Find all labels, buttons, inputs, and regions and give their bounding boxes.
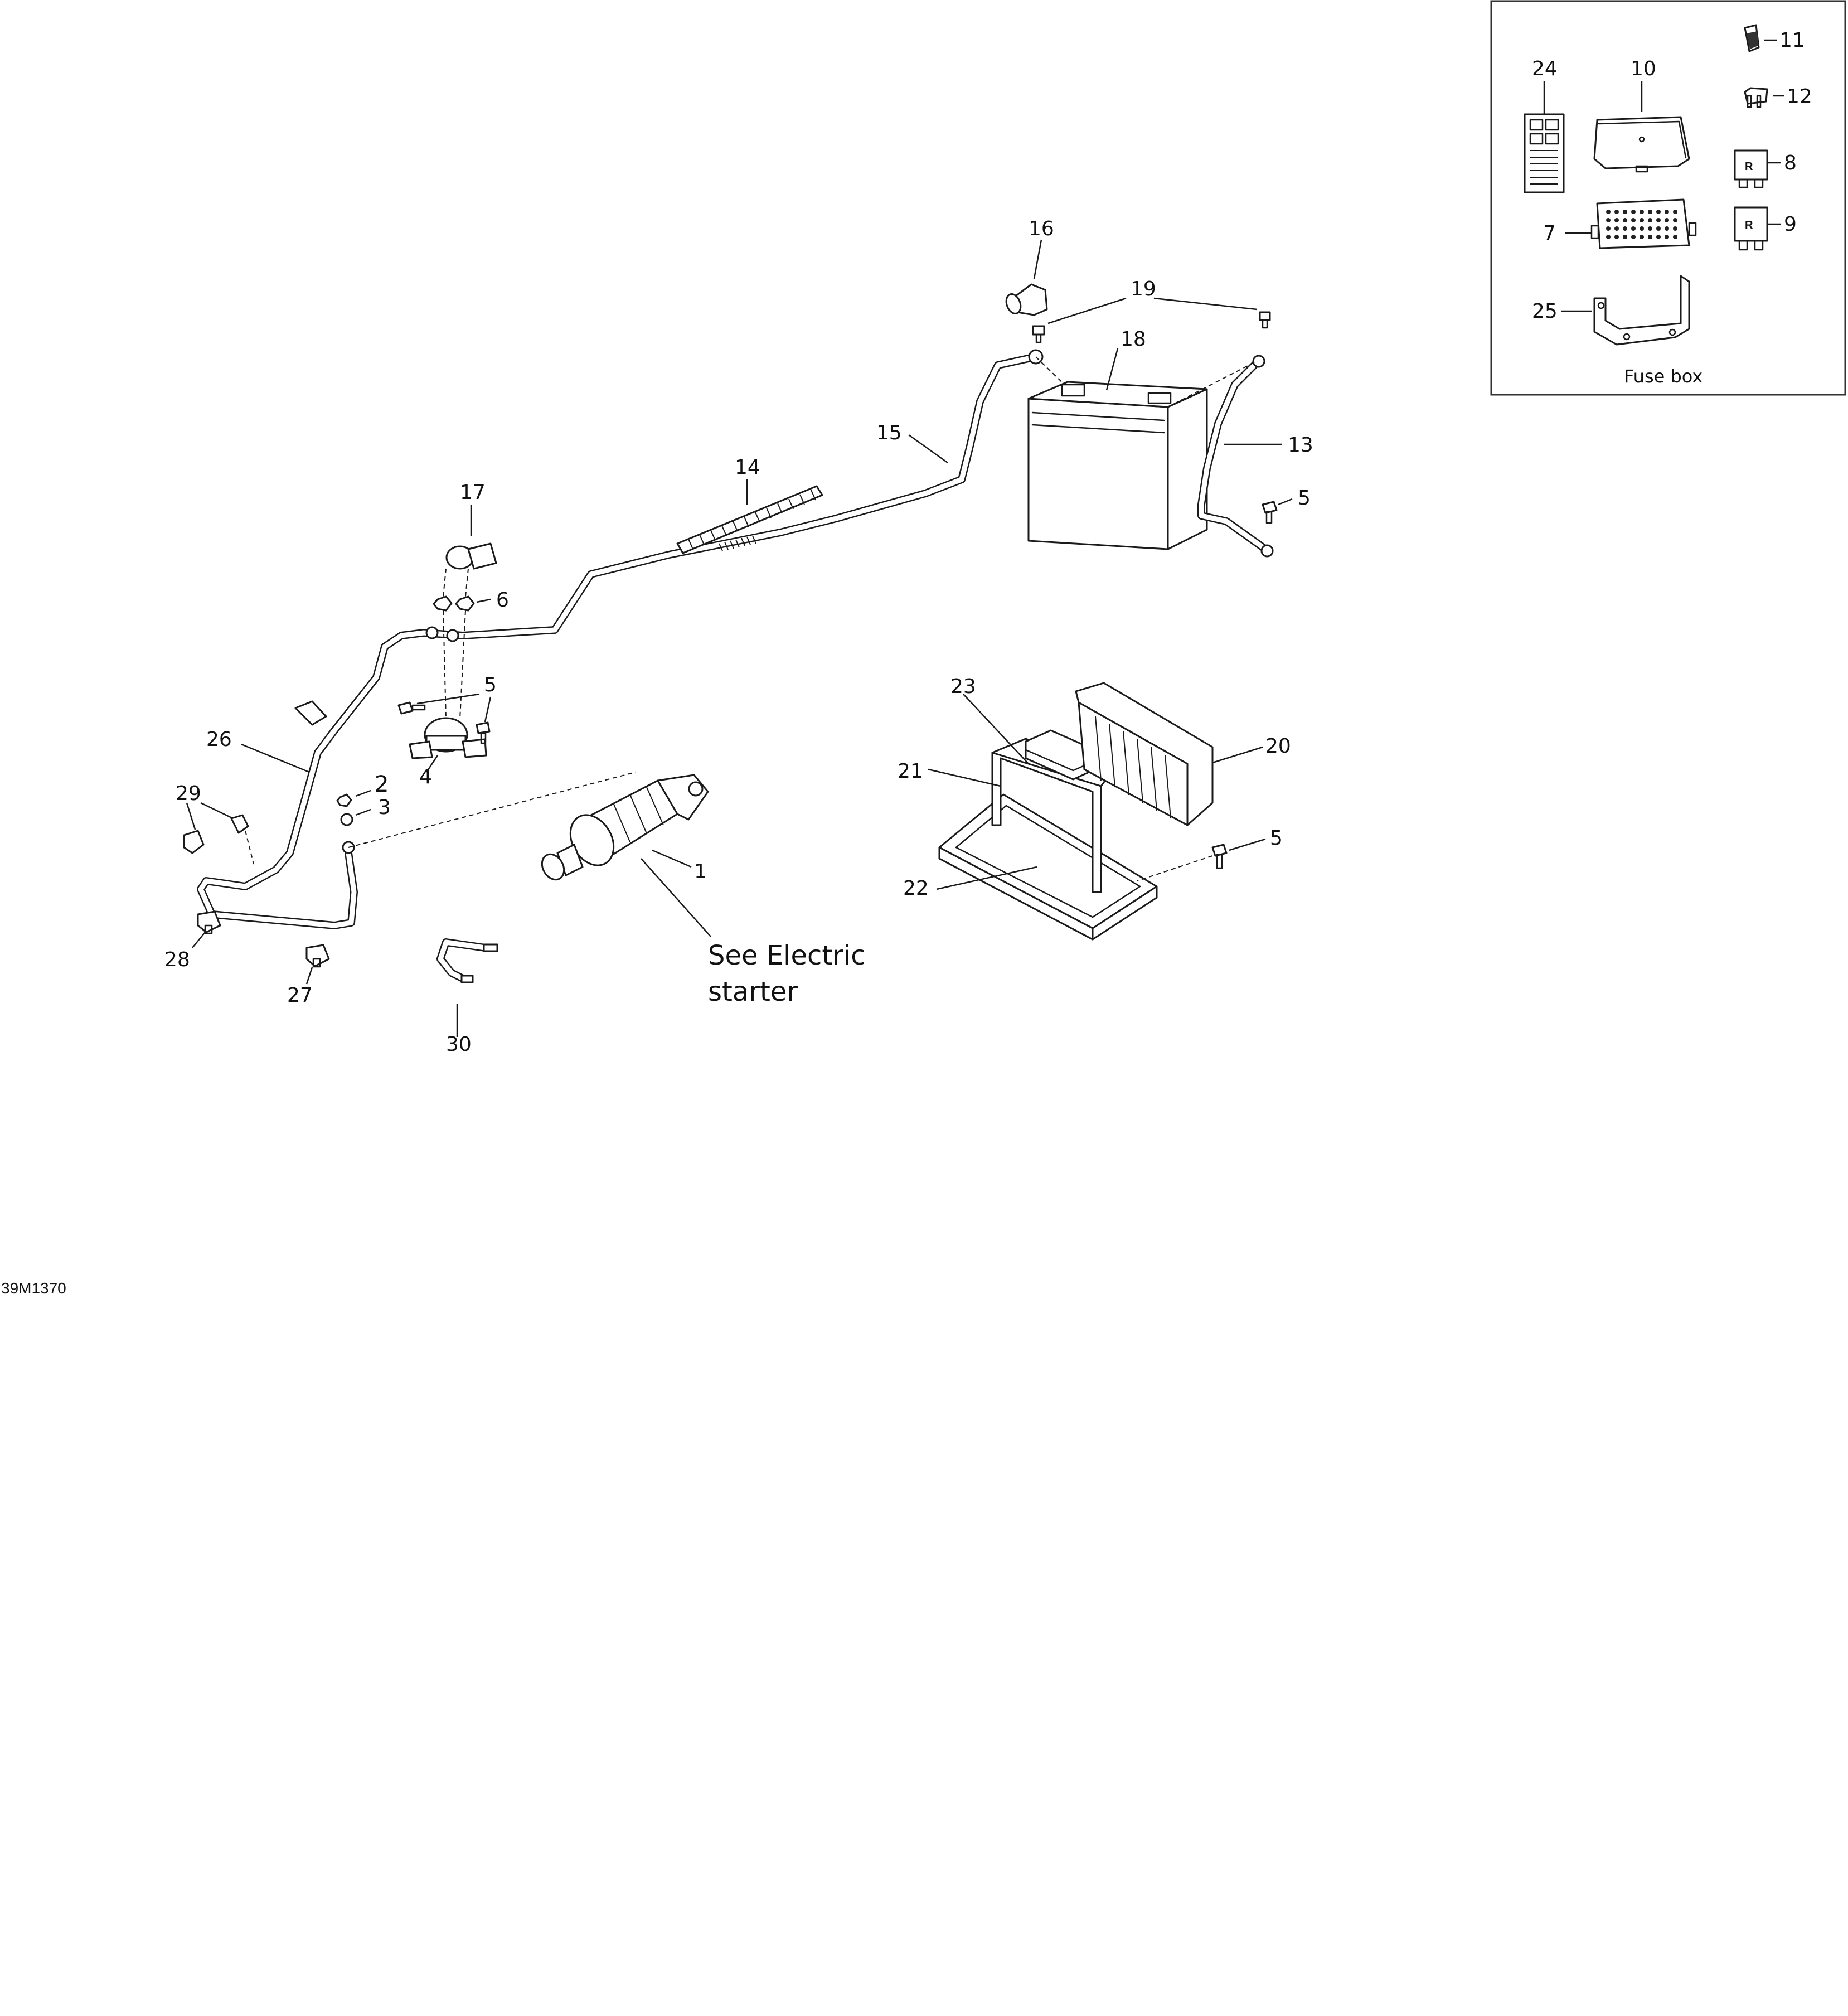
callout-5-solenoid: 5: [484, 673, 497, 696]
callout-9: 9: [1784, 213, 1797, 236]
callout-2: 2: [375, 772, 389, 797]
callout-21: 21: [898, 760, 923, 783]
part-25-bracket: [1593, 275, 1690, 346]
part-5-bolt-battery: [1262, 501, 1278, 524]
part-28-clip: [197, 910, 221, 934]
part-5-bolt-tray: [1211, 844, 1228, 869]
fuse-box-inset: 24 10 11 12 R: [1490, 0, 1846, 396]
callout-12: 12: [1787, 85, 1812, 108]
part-24-label-sheet: [1524, 113, 1565, 193]
part-12-blade-fuse: [1744, 87, 1768, 108]
callout-29: 29: [176, 782, 201, 805]
part-7-fuse-box-base: [1590, 198, 1697, 249]
cable-clip: [294, 700, 327, 726]
part-4-solenoid: [409, 717, 487, 759]
callout-17: 17: [460, 481, 486, 504]
svg-text:R: R: [1745, 219, 1753, 231]
svg-text:R: R: [1745, 161, 1753, 173]
callout-14: 14: [735, 456, 760, 479]
callout-16: 16: [1029, 217, 1054, 240]
part-13-negative-cable: [1197, 355, 1274, 558]
callout-26: 26: [206, 728, 232, 751]
part-27-clip: [305, 944, 330, 968]
part-17-terminal-boot: [445, 542, 497, 570]
callout-11: 11: [1779, 29, 1805, 52]
callout-19: 19: [1131, 278, 1156, 301]
part-22-battery-tray: [938, 793, 1158, 941]
part-19-bolts: [1032, 311, 1271, 343]
part-18-battery: [1027, 381, 1208, 550]
callout-24: 24: [1532, 57, 1558, 80]
part-11-mini-fuse: [1744, 24, 1760, 52]
drawing-code: 39M1370: [1, 1280, 66, 1297]
note-see-electric-line1: See Electric: [708, 940, 866, 971]
callout-4: 4: [419, 765, 432, 788]
callout-6: 6: [496, 589, 509, 612]
part-15-26-main-cable: [197, 349, 1044, 929]
callout-20: 20: [1265, 735, 1291, 758]
callout-18: 18: [1121, 328, 1146, 351]
callout-15: 15: [876, 421, 902, 444]
callout-28: 28: [164, 948, 190, 971]
callout-8: 8: [1784, 152, 1797, 175]
callout-5-tray: 5: [1270, 827, 1283, 850]
part-5-bolts-solenoid: [397, 701, 491, 744]
callout-27: 27: [287, 984, 313, 1007]
part-10-fuse-box-cover: [1593, 116, 1690, 173]
part-8-relay: R: [1734, 149, 1768, 188]
part-6-nuts: [433, 595, 475, 612]
note-see-electric-line2: starter: [708, 976, 798, 1007]
part-30-jumper-cable: [436, 938, 498, 983]
callout-30: 30: [446, 1033, 472, 1056]
part-2-3-nut-washer: [336, 793, 353, 826]
part-9-relay: R: [1734, 206, 1768, 251]
callout-25: 25: [1532, 300, 1558, 323]
callout-5-battery: 5: [1298, 487, 1311, 510]
callout-23: 23: [950, 675, 976, 698]
part-20-battery-cover: [1075, 682, 1214, 826]
part-14-sleeve: [676, 485, 823, 554]
callout-13: 13: [1288, 434, 1313, 457]
callout-7: 7: [1543, 222, 1556, 245]
callout-10: 10: [1631, 57, 1656, 80]
callout-22: 22: [903, 877, 929, 900]
part-29-clips: [183, 814, 249, 854]
callout-3: 3: [378, 796, 391, 819]
part-1-electric-starter: [541, 774, 709, 881]
callout-1: 1: [694, 860, 707, 883]
fuse-box-caption: Fuse box: [1624, 366, 1703, 387]
part-16-terminal-boot: [1005, 283, 1048, 316]
